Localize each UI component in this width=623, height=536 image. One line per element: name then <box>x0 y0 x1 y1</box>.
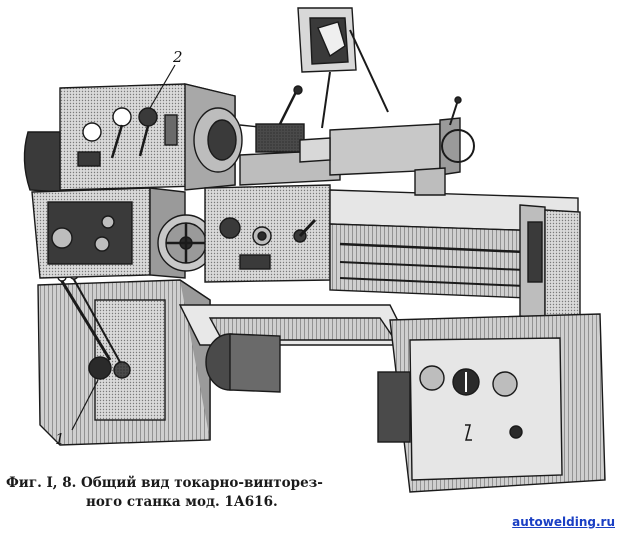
apron <box>204 184 331 283</box>
chip-tray <box>178 304 412 346</box>
leader-line-1 <box>71 379 99 431</box>
chuck <box>193 107 269 173</box>
bed-end <box>519 204 581 321</box>
tailstock <box>299 96 475 196</box>
chip-guard <box>297 7 389 129</box>
motor <box>205 333 281 393</box>
watermark-link[interactable]: autowelding.ru <box>512 515 615 529</box>
lathe-bed <box>329 189 579 301</box>
callout-2: 2 <box>172 48 183 66</box>
left-pedestal <box>37 270 211 446</box>
callout-1: 1 <box>55 430 65 448</box>
right-pedestal <box>377 313 606 493</box>
caption-line-1: Фиг. I, 8. Общий вид токарно-винторез- <box>6 475 323 491</box>
caption-line-2: ного станка мод. 1А616. <box>86 494 278 510</box>
figure-caption: Фиг. I, 8. Общий вид токарно-винторез- н… <box>6 474 406 512</box>
leader-line-2 <box>149 64 176 109</box>
